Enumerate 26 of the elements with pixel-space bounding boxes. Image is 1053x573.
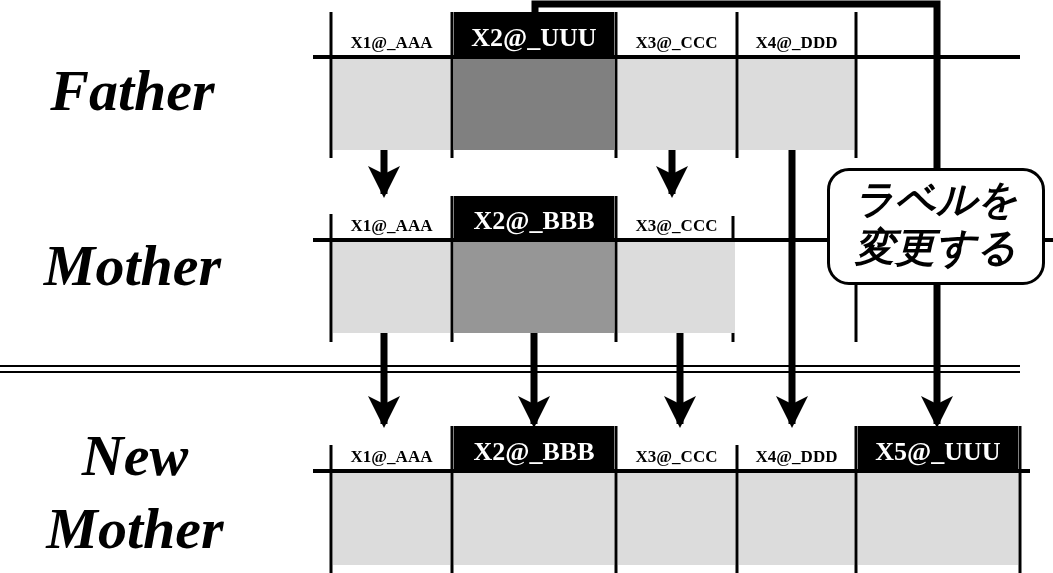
column-label: X4@_DDD <box>754 32 839 54</box>
column-label: X3@_CCC <box>634 32 719 54</box>
callout-label: ラベルを変更する <box>827 168 1045 285</box>
arrow <box>368 150 400 198</box>
column-header: X2@_UUU <box>454 12 614 55</box>
column-label: X1@_AAA <box>349 446 434 468</box>
table-cell <box>454 426 614 565</box>
column-label: X3@_CCC <box>634 446 719 468</box>
row-title: New Mother <box>44 422 225 563</box>
column-header: X2@_BBB <box>454 196 614 238</box>
table-cell <box>454 12 614 150</box>
column-header: X5@_UUU <box>858 426 1018 469</box>
arrow <box>368 333 400 428</box>
column-label: X4@_DDD <box>754 446 839 468</box>
column-header: X2@_BBB <box>454 426 614 469</box>
column-label: X3@_CCC <box>634 215 719 237</box>
table-cell <box>858 426 1018 565</box>
column-label: X1@_AAA <box>349 215 434 237</box>
arrow <box>656 150 688 198</box>
arrow <box>518 333 550 428</box>
row-title: Father <box>49 57 216 125</box>
row-title: Mother <box>42 232 223 300</box>
arrow <box>776 150 808 428</box>
table-cell <box>454 196 614 333</box>
column-label: X1@_AAA <box>349 32 434 54</box>
arrow <box>664 333 696 428</box>
